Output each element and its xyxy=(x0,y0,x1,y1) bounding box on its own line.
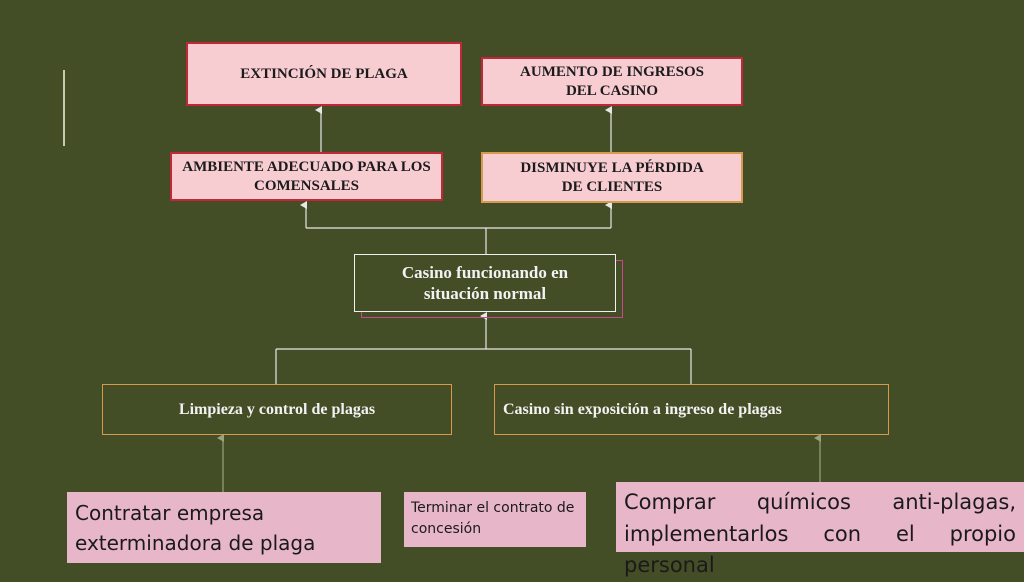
decorative-vertical-line xyxy=(63,70,65,146)
goal-box-ingresos: AUMENTO DE INGRESOS DEL CASINO xyxy=(481,57,743,106)
cause-text-exposicion: Casino sin exposición a ingreso de plaga… xyxy=(503,400,782,418)
goal-text-ingresos: AUMENTO DE INGRESOS DEL CASINO xyxy=(520,63,704,99)
central-objective-box: Casino funcionando en situación normal xyxy=(354,254,616,312)
cause-text-limpieza: Limpieza y control de plagas xyxy=(178,400,376,418)
action-text-exterminadora: Contratar empresa exterminadora de plaga xyxy=(75,501,316,555)
goal-box-extincion: EXTINCIÓN DE PLAGA xyxy=(186,42,462,106)
effect-text-ambiente: AMBIENTE ADECUADO PARA LOS COMENSALES xyxy=(182,158,431,194)
effect-box-ambiente: AMBIENTE ADECUADO PARA LOS COMENSALES xyxy=(170,152,443,201)
action-note-contrato: Terminar el contrato de concesión xyxy=(404,492,586,547)
action-note-quimicos: Comprar químicos anti-plagas, implementa… xyxy=(616,482,1024,577)
central-objective-text: Casino funcionando en situación normal xyxy=(401,262,569,303)
goal-text-extincion: EXTINCIÓN DE PLAGA xyxy=(240,65,408,82)
effect-box-clientes: DISMINUYE LA PÉRDIDA DE CLIENTES xyxy=(481,152,743,203)
action-text-contrato: Terminar el contrato de concesión xyxy=(411,500,575,537)
effect-text-clientes: DISMINUYE LA PÉRDIDA DE CLIENTES xyxy=(520,159,704,195)
action-text-quimicos: Comprar químicos anti-plagas, implementa… xyxy=(624,490,1016,577)
cause-box-exposicion: Casino sin exposición a ingreso de plaga… xyxy=(494,384,889,435)
action-note-exterminadora: Contratar empresa exterminadora de plaga xyxy=(67,492,381,563)
cause-box-limpieza: Limpieza y control de plagas xyxy=(102,384,452,435)
